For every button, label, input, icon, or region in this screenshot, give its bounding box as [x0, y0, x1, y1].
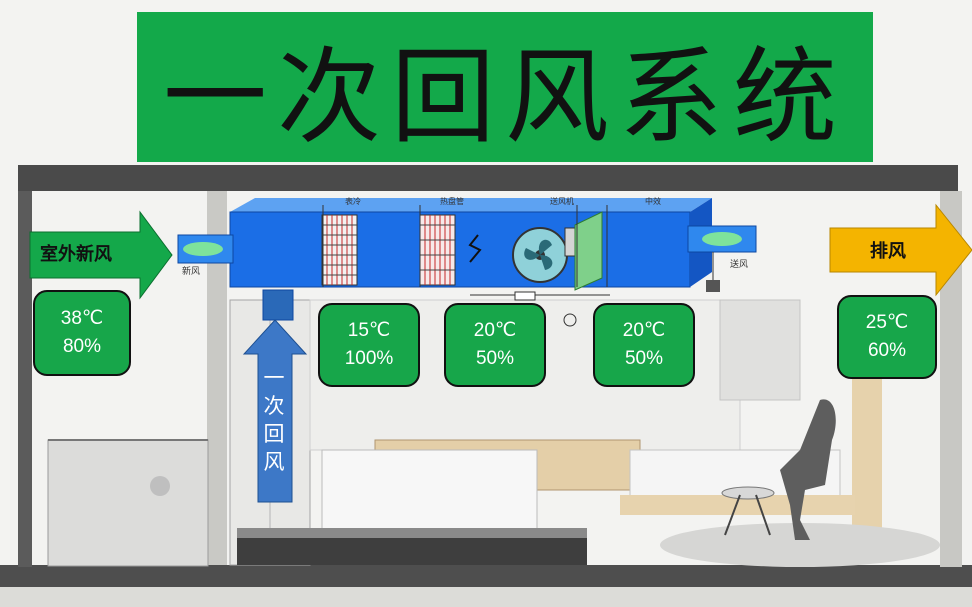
state-rh: 100% — [344, 348, 394, 369]
exhaust-arrow — [829, 203, 972, 297]
duct-top — [230, 198, 712, 212]
column — [207, 191, 227, 565]
wall-art — [719, 299, 801, 401]
state-box-outdoor: 38℃ 80% — [33, 290, 131, 376]
cooling-coil-label: 表冷 — [345, 197, 361, 206]
balcony-railing — [47, 439, 209, 567]
return-duct-stub — [262, 289, 294, 321]
state-box-after-cooling: 15℃ 100% — [318, 303, 420, 387]
return-air-arrow — [242, 319, 308, 503]
damper-actuator — [706, 280, 720, 292]
bed-platform — [237, 535, 587, 565]
fresh-air-arrow — [29, 210, 173, 300]
air-handling-duct — [229, 211, 691, 288]
state-temp: 38℃ — [60, 308, 104, 329]
floor-base — [0, 587, 972, 607]
state-temp: 20℃ — [622, 320, 666, 341]
state-temp: 20℃ — [473, 320, 517, 341]
state-box-supply: 20℃ 50% — [593, 303, 695, 387]
state-temp: 15℃ — [347, 320, 391, 341]
medium-filter — [574, 211, 603, 291]
outdoor-fresh-air-label: 室外新风 — [40, 244, 112, 265]
ceiling-slab — [18, 165, 958, 191]
fan-label: 送风机 — [550, 197, 574, 206]
cooling-coil — [321, 214, 358, 286]
state-box-after-heating: 20℃ 50% — [444, 303, 546, 387]
state-rh: 50% — [475, 348, 515, 369]
bed — [321, 449, 538, 541]
state-box-room: 25℃ 60% — [837, 295, 937, 379]
exhaust-label: 排风 — [870, 241, 906, 262]
state-rh: 80% — [62, 336, 102, 357]
supply-flow-icon — [702, 232, 742, 246]
filter-label: 中效 — [645, 197, 661, 206]
state-temp: 25℃ — [865, 312, 909, 333]
sensor-icon — [563, 313, 577, 327]
humidifier-icon — [468, 234, 482, 263]
supply-air-label: 送风 — [730, 260, 749, 270]
title-banner: 一次回风系统 — [137, 12, 873, 162]
state-rh: 50% — [624, 348, 664, 369]
primary-return-label: 一次回风 — [263, 366, 285, 474]
floor-slab — [0, 565, 972, 587]
state-rh: 60% — [867, 340, 907, 361]
rug — [660, 523, 940, 567]
fresh-air-flow-icon — [183, 242, 223, 256]
fresh-air-label: 新风 — [182, 267, 201, 277]
right-wall — [940, 191, 962, 567]
person-silhouette — [780, 399, 836, 540]
heating-coil-label: 热盘管 — [440, 197, 464, 206]
page-title: 一次回风系统 — [162, 35, 847, 158]
left-wall — [18, 191, 32, 567]
plant — [150, 476, 170, 496]
